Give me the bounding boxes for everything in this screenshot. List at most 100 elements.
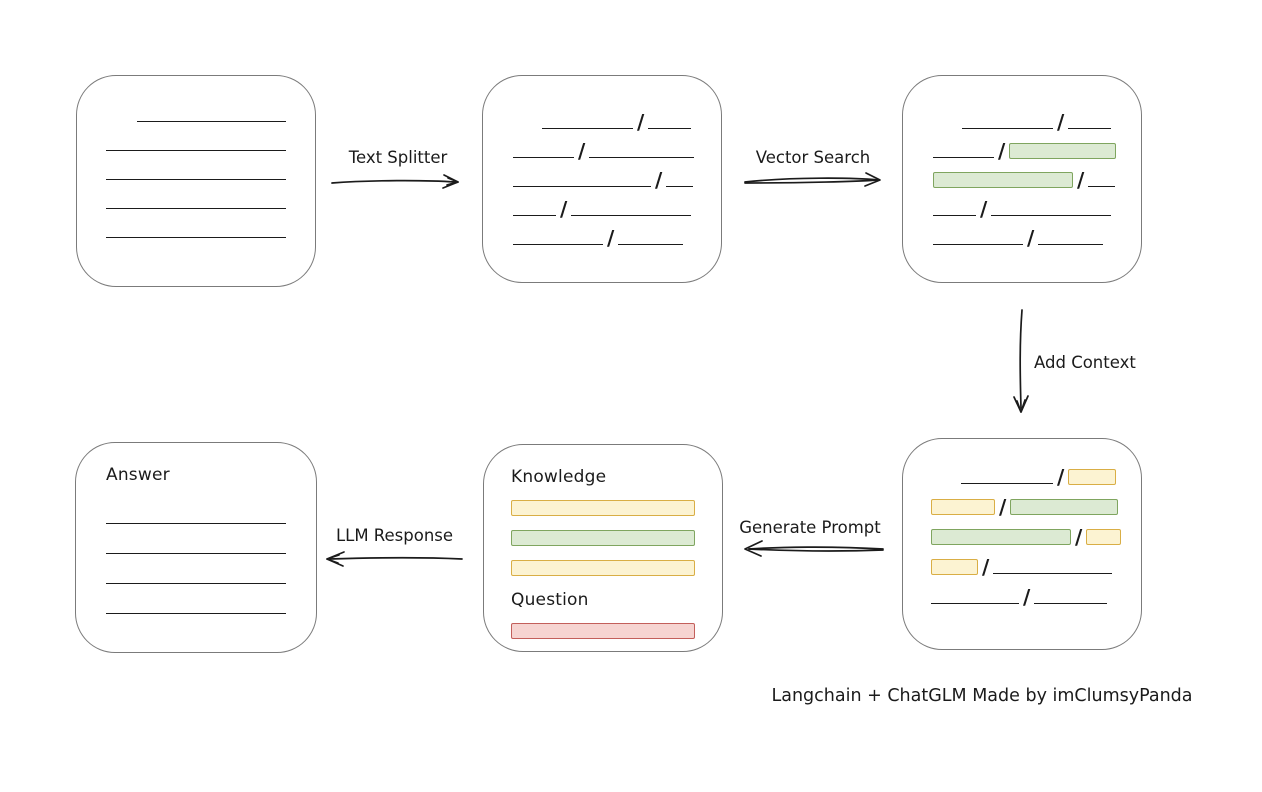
text-line bbox=[513, 157, 574, 158]
add-context-label: Add Context bbox=[1034, 353, 1136, 372]
segment-row bbox=[106, 569, 316, 585]
llm-response-label: LLM Response bbox=[335, 526, 454, 545]
segment-row bbox=[106, 136, 315, 152]
yellow-highlight bbox=[931, 559, 978, 575]
segment-row bbox=[511, 530, 722, 546]
yellow-highlight bbox=[931, 499, 995, 515]
text-line bbox=[106, 583, 286, 584]
knowledge-heading: Knowledge bbox=[511, 467, 607, 487]
caption: Langchain + ChatGLM Made by imClumsyPand… bbox=[771, 686, 1193, 706]
text-line bbox=[513, 244, 603, 245]
segment-row: / bbox=[513, 199, 721, 219]
vector-result-lines: / / / / / bbox=[903, 76, 1141, 250]
segment-row: / bbox=[931, 587, 1141, 607]
slash-separator: / bbox=[1077, 168, 1085, 192]
segment-row: / bbox=[931, 495, 1141, 519]
segment-row: / bbox=[962, 110, 1141, 134]
text-line bbox=[1038, 244, 1104, 245]
segment-row bbox=[106, 539, 316, 555]
text-line bbox=[589, 157, 695, 158]
segment-row bbox=[106, 165, 315, 181]
yellow-highlight bbox=[511, 500, 695, 516]
text-line bbox=[106, 613, 286, 614]
slash-separator: / bbox=[980, 197, 988, 221]
segment-row: / bbox=[513, 226, 721, 250]
green-highlight bbox=[933, 172, 1073, 188]
question-bar bbox=[511, 610, 722, 639]
slash-separator: / bbox=[1075, 525, 1083, 549]
segment-row: / bbox=[933, 168, 1141, 192]
segment-row: / bbox=[513, 168, 721, 192]
text-line bbox=[542, 128, 633, 129]
segment-row: / bbox=[933, 226, 1141, 250]
text-line bbox=[666, 186, 694, 187]
segment-row bbox=[511, 500, 722, 516]
text-splitter-arrow bbox=[331, 174, 459, 189]
text-line bbox=[106, 237, 286, 238]
text-line bbox=[991, 215, 1112, 216]
red-highlight bbox=[511, 623, 695, 639]
split-document-box: / / / / / bbox=[482, 75, 722, 283]
slash-separator: / bbox=[607, 226, 615, 250]
green-highlight bbox=[1009, 143, 1117, 159]
segment-row: / bbox=[933, 139, 1141, 163]
text-line bbox=[106, 523, 286, 524]
segment-row bbox=[106, 223, 315, 239]
yellow-highlight bbox=[511, 560, 695, 576]
split-document-lines: / / / / / bbox=[483, 76, 721, 250]
segment-row bbox=[106, 194, 315, 210]
text-line bbox=[933, 244, 1023, 245]
context-document-lines: / / / / / bbox=[903, 439, 1141, 607]
document-box bbox=[76, 75, 316, 287]
context-document-box: / / / / / bbox=[902, 438, 1142, 650]
text-line bbox=[106, 208, 286, 209]
slash-separator: / bbox=[578, 139, 586, 163]
add-context-arrow bbox=[1013, 309, 1029, 413]
answer-lines bbox=[106, 485, 316, 615]
slash-separator: / bbox=[998, 139, 1006, 163]
green-highlight bbox=[511, 530, 695, 546]
text-line bbox=[137, 121, 286, 122]
yellow-highlight bbox=[1068, 469, 1117, 485]
slash-separator: / bbox=[982, 555, 990, 579]
text-line bbox=[933, 157, 994, 158]
question-heading: Question bbox=[511, 590, 589, 610]
text-line bbox=[513, 186, 651, 187]
green-highlight bbox=[1010, 499, 1119, 515]
segment-row bbox=[106, 599, 316, 615]
text-splitter-label: Text Splitter bbox=[348, 148, 448, 167]
answer-box: Answer bbox=[75, 442, 317, 653]
text-line bbox=[1068, 128, 1112, 129]
slash-separator: / bbox=[999, 495, 1007, 519]
text-line bbox=[106, 150, 286, 151]
slash-separator: / bbox=[655, 168, 663, 192]
text-line bbox=[106, 179, 286, 180]
segment-row: / bbox=[931, 555, 1141, 579]
text-line bbox=[1088, 186, 1116, 187]
slash-separator: / bbox=[1057, 465, 1065, 489]
green-highlight bbox=[931, 529, 1071, 545]
text-line bbox=[1034, 603, 1108, 604]
segment-row: / bbox=[542, 112, 721, 132]
segment-row: / bbox=[931, 525, 1141, 549]
segment-row bbox=[511, 623, 722, 639]
slash-separator: / bbox=[1057, 110, 1065, 134]
text-line bbox=[961, 483, 1053, 484]
vector-search-arrow bbox=[744, 172, 881, 187]
text-line bbox=[931, 603, 1019, 604]
llm-response-arrow bbox=[326, 551, 463, 567]
text-line bbox=[513, 215, 556, 216]
segment-row bbox=[137, 107, 315, 123]
yellow-highlight bbox=[1086, 529, 1122, 545]
text-line bbox=[106, 553, 286, 554]
segment-row: / bbox=[513, 139, 721, 163]
segment-row: / bbox=[933, 197, 1141, 221]
slash-separator: / bbox=[1027, 226, 1035, 250]
generate-prompt-arrow bbox=[744, 540, 884, 557]
segment-row bbox=[511, 560, 722, 576]
text-line bbox=[933, 215, 976, 216]
prompt-box: Knowledge Question bbox=[483, 444, 723, 652]
segment-row: / bbox=[961, 465, 1141, 489]
text-line bbox=[618, 244, 684, 245]
text-line bbox=[571, 215, 692, 216]
